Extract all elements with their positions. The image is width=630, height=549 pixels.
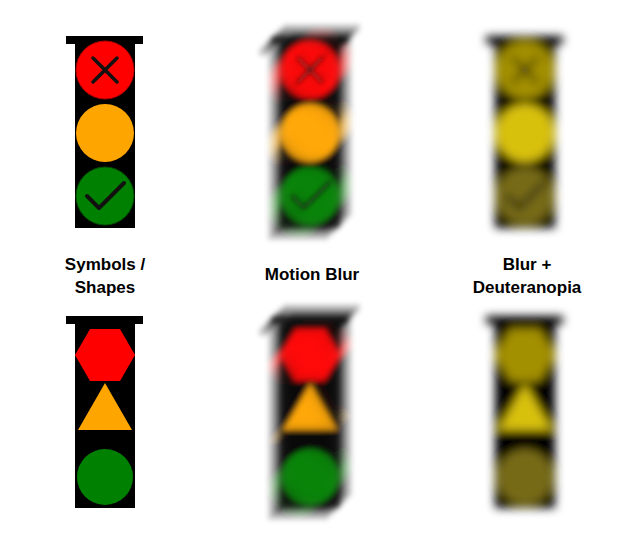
column-caption: Blur + Deuteranopia bbox=[467, 253, 587, 299]
column-caption: Motion Blur bbox=[237, 263, 387, 286]
column-caption: Symbols / Shapes bbox=[55, 253, 155, 299]
